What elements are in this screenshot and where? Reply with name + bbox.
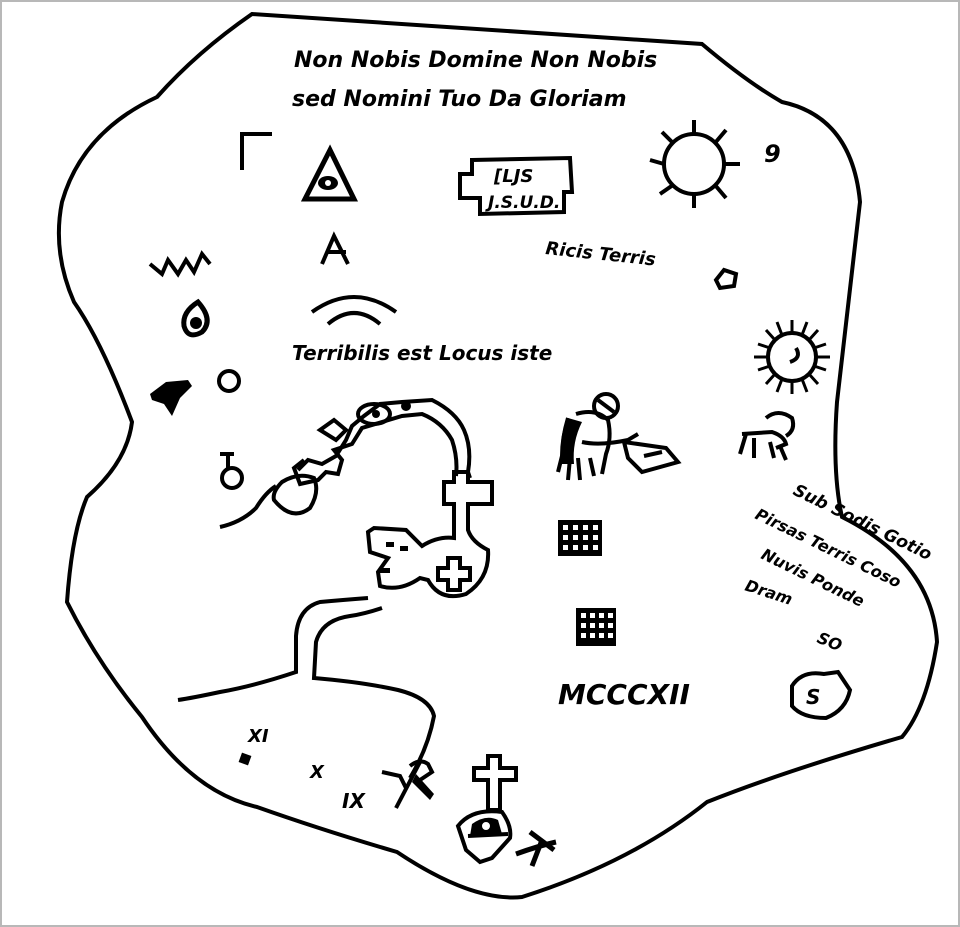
lamb-icon: [738, 411, 796, 461]
numeral-ix: IX: [342, 789, 366, 813]
date-numeral: MCCCXII: [558, 678, 690, 711]
cross-plus-icon: [436, 556, 472, 592]
numeral-x: X: [309, 762, 325, 783]
inscription-line-1: Sub Sodis Gotio: [790, 481, 935, 566]
inscription-line-5: SO: [815, 628, 846, 655]
shield-letter: S: [806, 685, 820, 709]
key-mark: [220, 452, 244, 490]
shield-icon: S: [790, 669, 853, 721]
cartouche: [LJS J.S.U.D.: [458, 155, 575, 217]
corner-mark: [240, 132, 272, 170]
small-circle-mark: [217, 369, 241, 393]
star-mark: [713, 267, 739, 291]
drop-icon: [181, 298, 210, 338]
a-mark: [320, 231, 350, 265]
grid-mark-2: [576, 608, 616, 646]
dagger-blade: [412, 774, 434, 800]
numeral-xi: XI: [247, 726, 269, 747]
tablet-marks: [380, 542, 408, 573]
arch-marks: [310, 295, 398, 326]
path-dot: [372, 410, 380, 418]
winding-path: [219, 397, 472, 529]
path-dot-2: [401, 401, 411, 411]
cartouche-line-1: [LJS: [493, 166, 533, 187]
bird-icon: [150, 380, 192, 416]
map-outline: [56, 11, 940, 900]
zigzag-mark: [148, 250, 212, 278]
small-cross-icon: [515, 830, 557, 867]
phrase-center: Terribilis est Locus iste: [292, 341, 552, 365]
eye-triangle-icon: [300, 144, 359, 202]
figure-cloak: [560, 418, 582, 464]
motto-line-2: sed Nomini Tuo Da Gloriam: [292, 87, 627, 112]
lower-path: [177, 596, 437, 780]
motto-line-1: Non Nobis Domine Non Nobis: [294, 48, 657, 73]
cartouche-line-2: J.S.U.D.: [485, 193, 560, 213]
dagger-icon: [381, 759, 435, 809]
phrase-right: Ricis Terris: [544, 238, 657, 270]
sun-icon: [649, 120, 740, 208]
path-cross-icon: [365, 470, 494, 599]
grid-mark-1: [558, 520, 602, 556]
inscription-line-4: Dram: [743, 576, 795, 609]
bottom-shield-dot: [480, 820, 492, 832]
bottom-cross-icon: [455, 754, 518, 865]
spiky-sun-icon: [754, 320, 830, 394]
small-square-mark: [238, 752, 252, 766]
sun-numeral: 9: [764, 140, 781, 168]
